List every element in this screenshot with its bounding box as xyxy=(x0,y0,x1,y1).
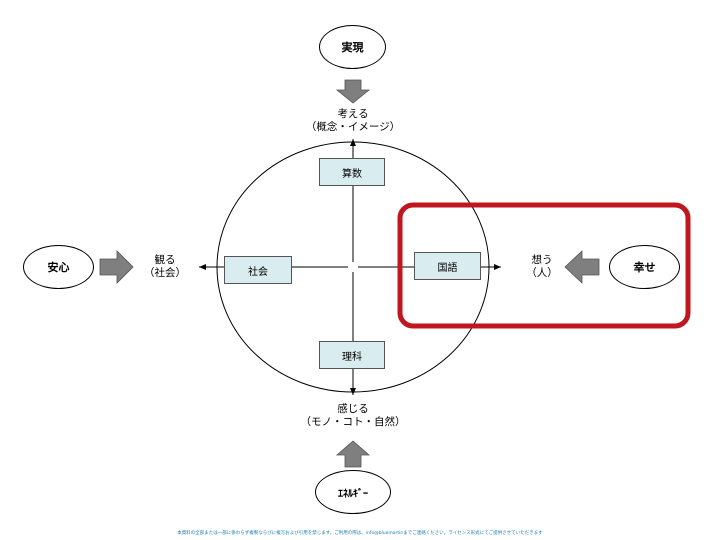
arrow-right xyxy=(564,250,600,284)
oval-left: 安心 xyxy=(23,245,94,289)
oval-top: 実現 xyxy=(319,25,386,69)
direction-top-sub: （概念・イメージ） xyxy=(305,121,401,133)
highlight-frame xyxy=(397,202,691,329)
direction-right-sub: （人） xyxy=(526,267,558,279)
direction-bottom-label: 感じる （モノ・コト・自然） xyxy=(273,403,433,429)
subject-box-left: 社会 xyxy=(224,256,292,284)
direction-left-label: 観る （社会） xyxy=(130,254,200,280)
subject-box-bottom: 理科 xyxy=(319,341,385,369)
direction-left-main: 観る xyxy=(154,254,176,266)
oval-bottom: ｴﾈﾙｷﾞｰ xyxy=(315,470,391,514)
direction-right-main: 想う xyxy=(531,254,553,266)
direction-bottom-sub: （モノ・コト・自然） xyxy=(300,416,406,428)
arrow-left xyxy=(99,250,134,284)
arrow-top xyxy=(335,79,371,104)
arrow-bottom xyxy=(335,440,371,468)
subject-box-top: 算数 xyxy=(319,158,385,186)
direction-left-sub: （社会） xyxy=(144,267,186,279)
direction-top-main: 考える xyxy=(337,108,369,120)
direction-bottom-main: 感じる xyxy=(337,403,369,415)
direction-right-label: 想う （人） xyxy=(512,254,572,280)
copyright-footer: 本資料の全部または一部に係わらず複製ならびに複写および引用を禁じます。ご利用の際… xyxy=(177,531,543,536)
oval-right: 幸せ xyxy=(609,245,680,289)
subject-box-right: 国語 xyxy=(414,252,481,280)
direction-top-label: 考える （概念・イメージ） xyxy=(283,108,423,134)
